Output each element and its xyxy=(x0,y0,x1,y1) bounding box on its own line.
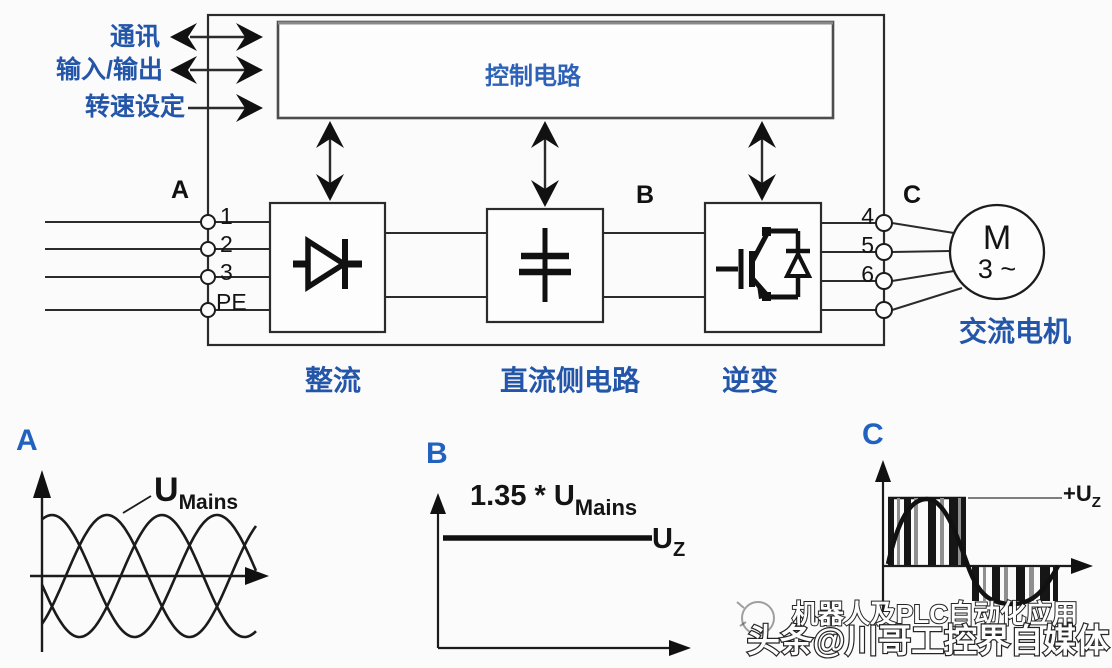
motor-phase: 3 ~ xyxy=(977,254,1017,284)
port-label-communication: 通讯 xyxy=(109,23,160,51)
input-terminal-circles xyxy=(200,214,216,318)
terminal-pe: PE xyxy=(216,289,247,315)
control-circuit-label: 控制电路 xyxy=(485,63,581,90)
plus-uz-main: +U xyxy=(1063,481,1092,506)
plot-b-letter: B xyxy=(426,437,448,470)
control-bus-arrows xyxy=(316,121,776,207)
uz-label: UZ xyxy=(652,523,685,561)
capacitor-icon xyxy=(519,228,571,302)
dc-level-main: 1.35 * U xyxy=(470,480,575,512)
watermark-icon xyxy=(741,601,775,635)
plot-c-fundamental-curve xyxy=(885,496,1060,607)
terminal-2: 2 xyxy=(220,231,233,257)
section-letter-c: C xyxy=(903,181,922,209)
section-letter-a: A xyxy=(171,176,190,204)
diode-icon xyxy=(293,235,362,293)
rectifier-label: 整流 xyxy=(304,365,361,396)
plus-uz-sub: Z xyxy=(1091,494,1101,511)
umains-main: U xyxy=(154,471,179,509)
motor-circle xyxy=(948,203,1046,301)
enclosure-outline xyxy=(206,13,886,347)
output-terminal-circles xyxy=(875,214,893,319)
control-circuit-box xyxy=(276,20,835,120)
section-letter-b: B xyxy=(636,181,655,209)
plus-uz-label: +UZ xyxy=(1063,481,1101,511)
plot-a-letter: A xyxy=(16,424,38,457)
port-label-io: 输入/输出 xyxy=(56,56,163,84)
uz-sub: Z xyxy=(672,539,686,561)
motor-caption: 交流电机 xyxy=(958,316,1071,347)
uz-main: U xyxy=(652,523,673,555)
watermark: 机器人及PLC自动化应用 头条@川哥工控界自媒体 xyxy=(736,598,1110,660)
dc-link-label: 直流侧电路 xyxy=(499,365,640,396)
watermark-line1: 机器人及PLC自动化应用 xyxy=(792,599,1078,629)
plot-b-axes xyxy=(430,493,691,656)
plot-a-sine-waves xyxy=(40,513,258,639)
plot-c-letter: C xyxy=(862,418,884,451)
umains-sub: Mains xyxy=(178,491,239,514)
terminal-4: 4 xyxy=(861,203,874,229)
output-lines xyxy=(821,222,963,311)
port-label-speed-setting: 转速设定 xyxy=(84,93,185,121)
dc-level-label: 1.35 * UMains xyxy=(470,480,637,520)
umains-label: UMains xyxy=(154,471,238,514)
motor-symbol: M xyxy=(982,219,1012,257)
dc-level-sub: Mains xyxy=(574,495,638,520)
input-lines xyxy=(45,221,270,311)
igbt-icon xyxy=(716,227,813,301)
dc-bus-lines xyxy=(385,232,705,298)
inverter-label: 逆变 xyxy=(721,365,778,396)
terminal-1: 1 xyxy=(220,203,233,229)
terminal-5: 5 xyxy=(861,232,874,258)
io-arrows xyxy=(170,23,263,122)
terminal-6: 6 xyxy=(861,261,874,287)
watermark-line2: 头条@川哥工控界自媒体 xyxy=(747,622,1109,659)
terminal-3: 3 xyxy=(220,259,233,285)
